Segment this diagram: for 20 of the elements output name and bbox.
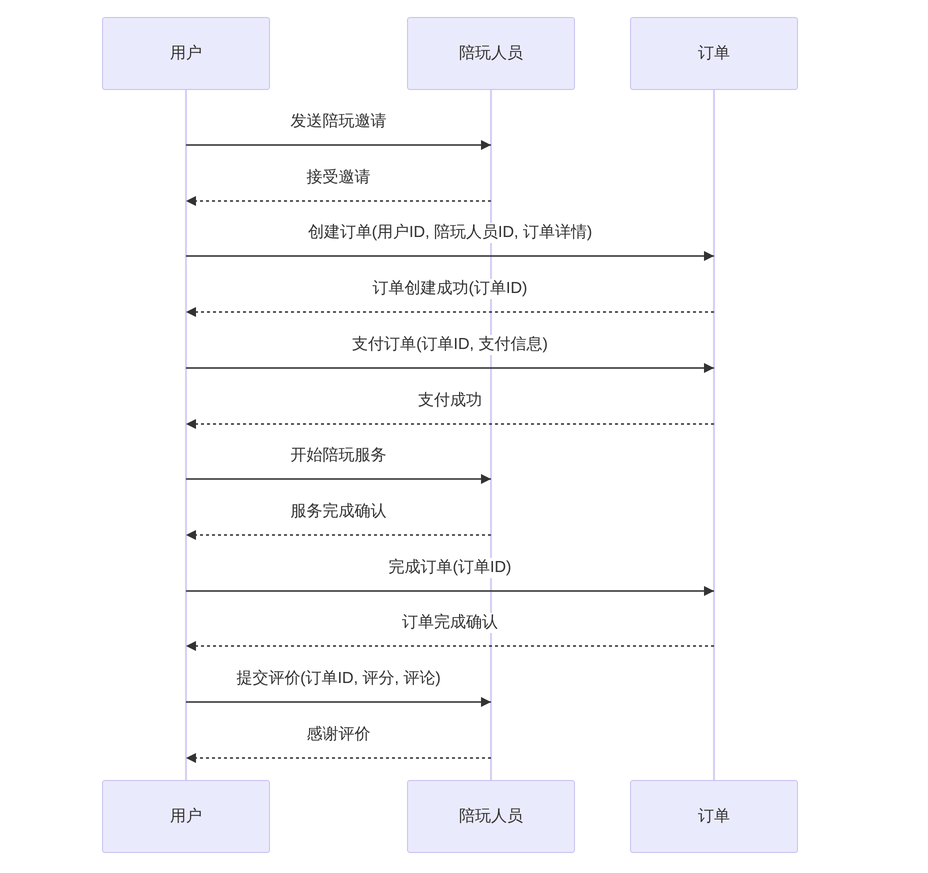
participant-box: 用户 — [102, 780, 270, 853]
message-arrow — [186, 196, 491, 206]
message-arrow — [186, 530, 491, 540]
message-arrow — [186, 307, 714, 317]
participant-box: 订单 — [630, 17, 798, 90]
message-arrow — [186, 641, 714, 651]
lifeline — [713, 90, 715, 780]
message-arrow — [186, 140, 491, 150]
participant-box: 用户 — [102, 17, 270, 90]
participant-box: 陪玩人员 — [407, 780, 575, 853]
message-arrow — [186, 753, 491, 763]
message-arrow — [186, 697, 491, 707]
participant-box: 订单 — [630, 780, 798, 853]
message-arrow — [186, 419, 714, 429]
message-arrow — [186, 251, 714, 261]
lifeline — [185, 90, 187, 780]
participant-box: 陪玩人员 — [407, 17, 575, 90]
message-arrow — [186, 586, 714, 596]
message-arrow — [186, 474, 491, 484]
message-arrow — [186, 363, 714, 373]
